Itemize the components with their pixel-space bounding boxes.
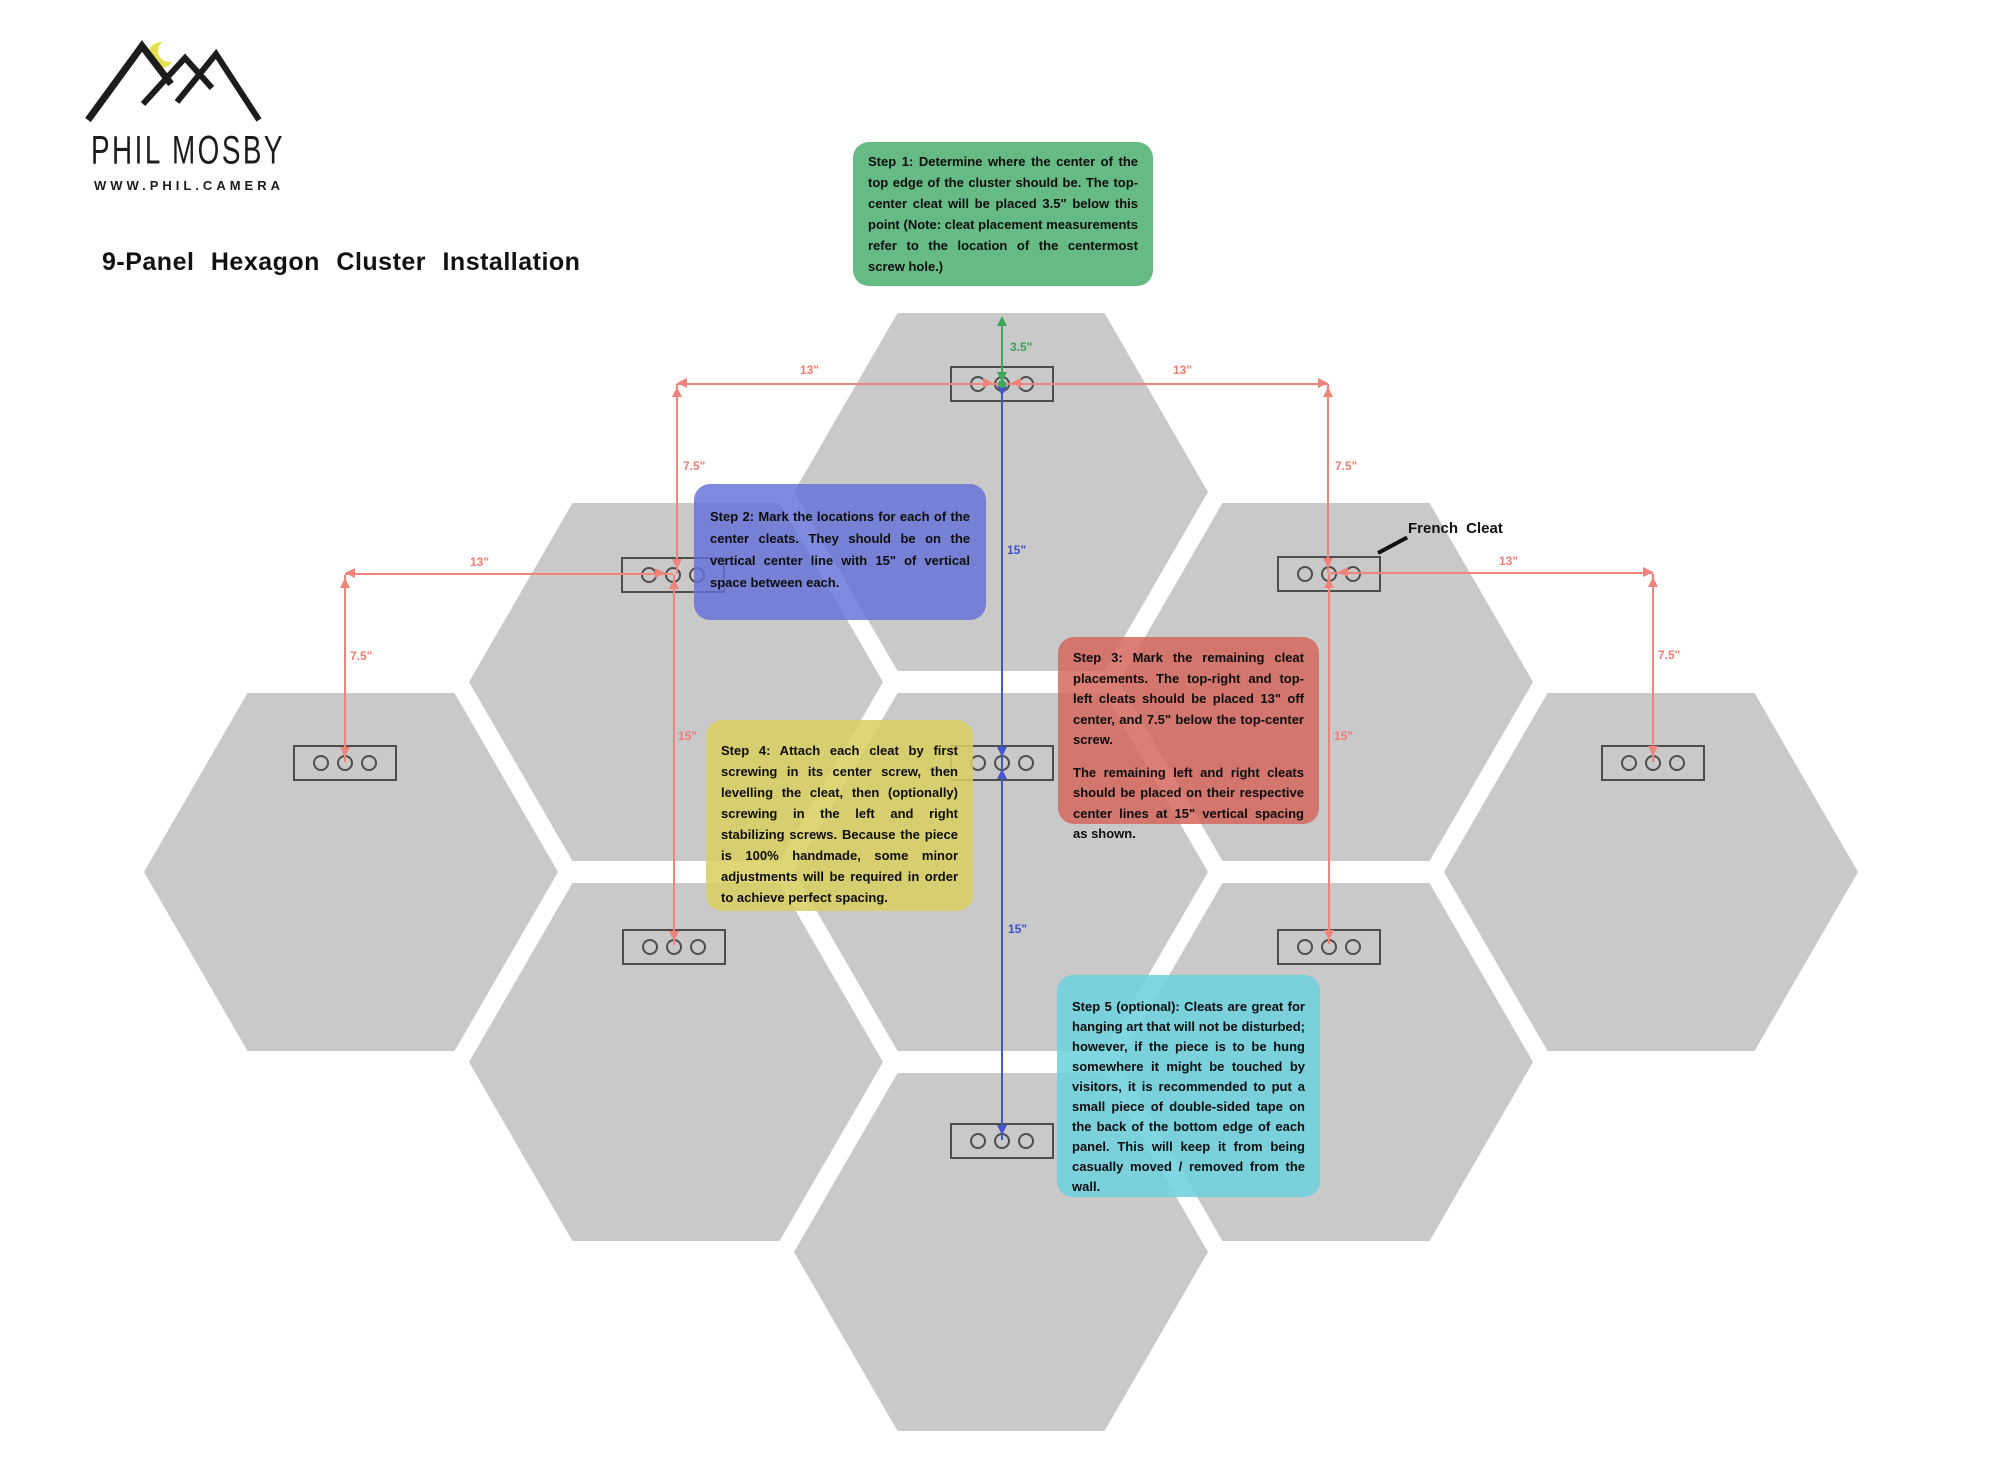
- arrowhead: [997, 316, 1007, 326]
- arrowhead: [1338, 567, 1348, 577]
- mountain-middle: [140, 53, 215, 107]
- dim-label: 7.5": [1335, 459, 1358, 473]
- step-4-text: Step 4: Attach each cleat by first screw…: [721, 743, 958, 905]
- brand-website: WWW.PHIL.CAMERA: [94, 178, 284, 193]
- screw-hole: [1297, 939, 1313, 955]
- center-origin-dot: [998, 380, 1006, 388]
- dim-line-mid-left-horizontal: [345, 573, 673, 575]
- dim-line-center-vertical: [1001, 384, 1003, 1140]
- dim-label: 13": [470, 555, 490, 569]
- step-1-text: Step 1: Determine where the center of th…: [868, 154, 1138, 274]
- step-1-note: Step 1: Determine where the center of th…: [853, 142, 1153, 286]
- arrowhead: [669, 579, 679, 589]
- step-2-text: Step 2: Mark the locations for each of t…: [710, 509, 970, 590]
- arrowhead: [1648, 746, 1658, 756]
- step-4-note: Step 4: Attach each cleat by first screw…: [706, 720, 973, 911]
- screw-hole: [642, 939, 658, 955]
- dim-label: 7.5": [350, 649, 373, 663]
- arrowhead: [669, 931, 679, 941]
- arrowhead: [1318, 378, 1328, 388]
- arrowhead: [677, 378, 687, 388]
- step-5-text: Step 5 (optional): Cleats are great for …: [1072, 999, 1305, 1194]
- dim-label: 7.5": [1658, 648, 1681, 662]
- arrowhead: [1011, 378, 1021, 388]
- arrowhead: [345, 568, 355, 578]
- screw-hole: [1018, 755, 1034, 771]
- screw-hole: [361, 755, 377, 771]
- screw-hole: [970, 1133, 986, 1149]
- mountain-right: [174, 48, 262, 122]
- dim-line-outer-right-vert: [1652, 574, 1654, 762]
- mountains-moon-icon: [85, 40, 262, 123]
- step-2-note: Step 2: Mark the locations for each of t…: [694, 484, 986, 620]
- arrowhead: [983, 378, 993, 388]
- dim-label: 15": [1008, 922, 1028, 936]
- phil-mosby-logo: PHIL MOSBY WWW.PHIL.CAMERA: [85, 28, 305, 193]
- screw-hole: [1669, 755, 1685, 771]
- arrowhead: [672, 387, 682, 397]
- step-3-text: Step 3: Mark the remaining cleat placeme…: [1073, 650, 1304, 747]
- screw-hole: [690, 939, 706, 955]
- screw-hole: [313, 755, 329, 771]
- mountain-left: [85, 40, 174, 123]
- dim-line-mid-right-horizontal: [1330, 572, 1653, 574]
- dim-label: 7.5": [683, 459, 706, 473]
- dim-line-upper-left-vert: [676, 384, 678, 574]
- arrowhead: [1324, 930, 1334, 940]
- dim-label: 15": [678, 729, 698, 743]
- arrowhead: [1648, 577, 1658, 587]
- arrowhead: [672, 559, 682, 569]
- brand-name: PHIL MOSBY: [91, 128, 285, 173]
- arrowhead: [1323, 387, 1333, 397]
- arrowhead: [997, 386, 1007, 396]
- step-3-note: Step 3: Mark the remaining cleat placeme…: [1058, 637, 1319, 841]
- dim-label: 13": [1499, 554, 1519, 568]
- arrowhead: [997, 769, 1007, 779]
- arrowhead: [1323, 558, 1333, 568]
- arrowhead: [1643, 567, 1653, 577]
- arrowhead: [655, 568, 665, 578]
- dim-line-top-offset: [1001, 318, 1003, 382]
- step-5-note: Step 5 (optional): Cleats are great for …: [1057, 975, 1320, 1197]
- screw-hole: [1018, 1133, 1034, 1149]
- hex-panel-far-left: [144, 693, 558, 1051]
- step-3-text-2: The remaining left and right cleats shou…: [1073, 764, 1304, 842]
- arrowhead: [340, 578, 350, 588]
- dim-line-right-15-vert: [1328, 574, 1330, 944]
- dim-line-upper-right-vert: [1327, 384, 1329, 573]
- page-title: 9-Panel Hexagon Cluster Installation: [102, 248, 581, 276]
- dim-label: 13": [800, 363, 820, 377]
- screw-hole: [1621, 755, 1637, 771]
- arrowhead: [340, 747, 350, 757]
- dim-label: 13": [1173, 363, 1193, 377]
- arrowhead: [997, 1125, 1007, 1135]
- dim-label: 15": [1334, 729, 1354, 743]
- dim-label: 3.5": [1010, 340, 1033, 354]
- dim-line-outer-left-vert: [344, 575, 346, 762]
- arrowhead: [997, 747, 1007, 757]
- dim-label: 15": [1007, 543, 1027, 557]
- screw-hole: [1297, 566, 1313, 582]
- french-cleat-label: French Cleat: [1408, 520, 1503, 537]
- screw-hole: [1345, 939, 1361, 955]
- arrowhead: [1324, 578, 1334, 588]
- dim-line-left-15-vert: [673, 575, 675, 945]
- arrowhead: [997, 372, 1007, 382]
